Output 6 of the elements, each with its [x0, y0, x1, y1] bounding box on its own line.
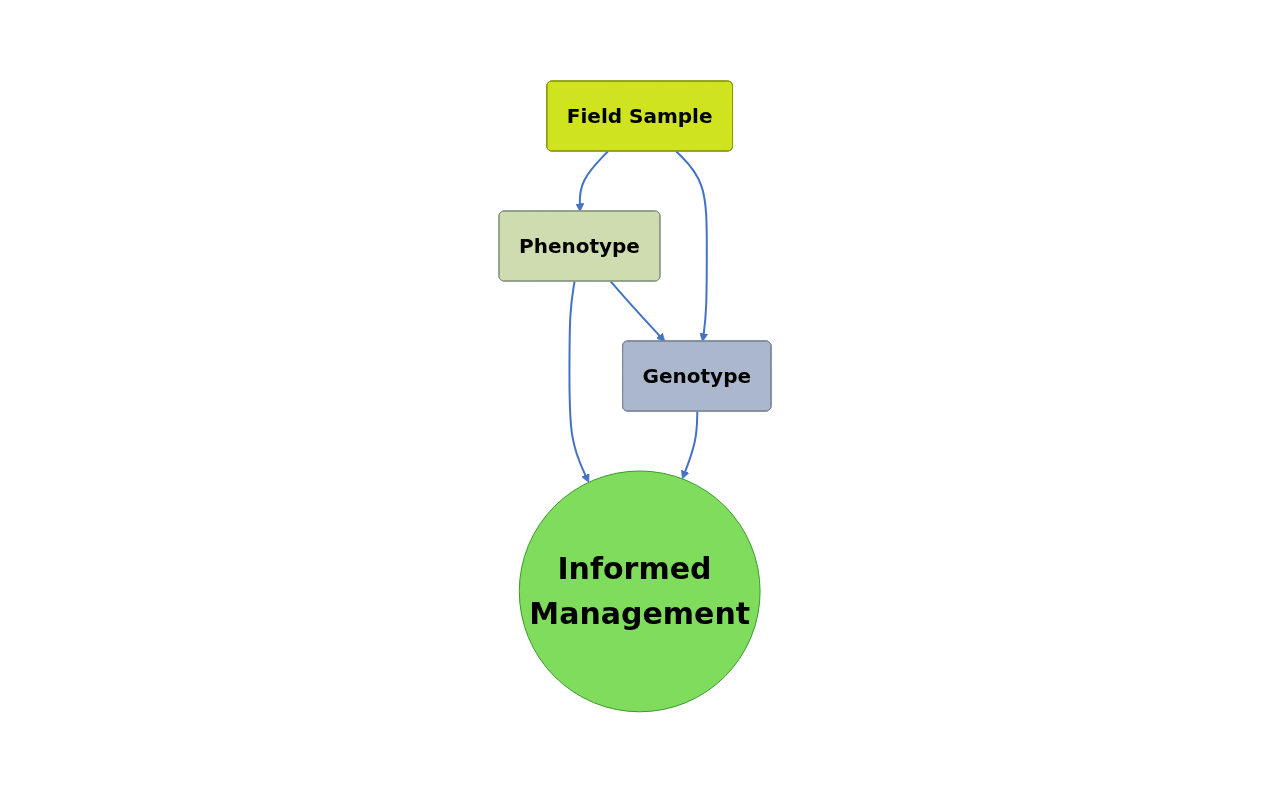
arrow: [681, 410, 699, 480]
arrow: [675, 150, 709, 342]
arrow: [575, 150, 610, 212]
arrow: [568, 280, 590, 483]
arrow: [610, 280, 666, 342]
node-circle: Informed Management: [519, 470, 762, 713]
